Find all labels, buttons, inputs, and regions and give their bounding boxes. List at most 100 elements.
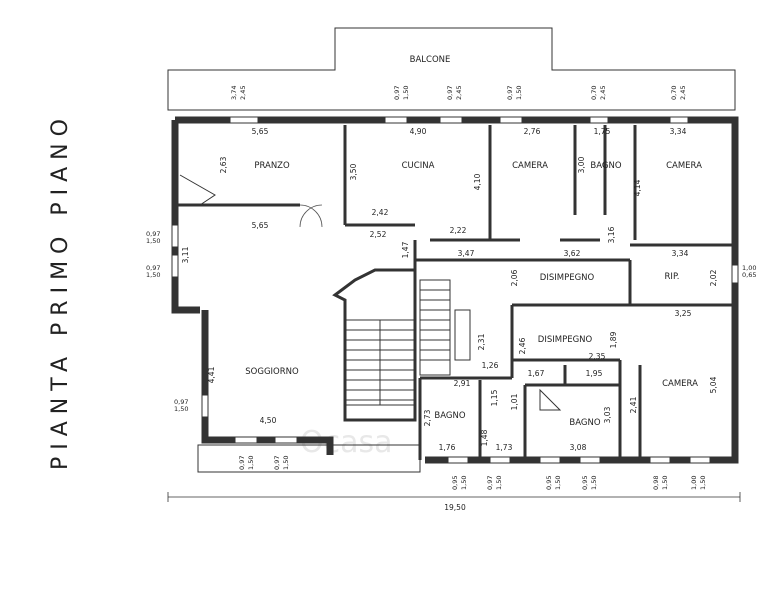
dim-label: 2,22: [450, 226, 467, 235]
opening-label: 1,50: [590, 476, 598, 490]
dim-label: 1,75: [594, 127, 611, 136]
terrace-ledge: [197, 444, 421, 473]
dim-label: 4,41: [207, 366, 216, 383]
opening-label: 0,98: [652, 476, 660, 490]
doors: [299, 204, 323, 228]
opening-label: 0,97: [393, 86, 401, 100]
opening-label: 1,50: [661, 476, 669, 490]
dim-label: 5,65: [252, 221, 269, 230]
dim-label: 2,42: [372, 208, 389, 217]
opening-label: 0,97: [506, 86, 514, 100]
opening-label: 0,97: [174, 398, 188, 406]
opening-label: 2,45: [455, 86, 463, 100]
dim-label: 1,26: [482, 361, 499, 370]
dim-label: 3,47: [458, 249, 475, 258]
opening-label: 0,95: [581, 476, 589, 490]
opening-label: 1,00: [742, 264, 756, 272]
total-dimension-line: [167, 492, 741, 502]
dim-label: 2,52: [370, 230, 387, 239]
dim-label: 4,14: [633, 179, 642, 196]
opening-label: 0,70: [590, 86, 598, 100]
dim-label: 3,16: [607, 226, 616, 243]
room-balcone: BALCONE: [410, 55, 451, 65]
windows: [171, 116, 739, 464]
opening-label: 1,50: [460, 476, 468, 490]
stairs: [179, 174, 562, 422]
dim-label: 2,31: [477, 333, 486, 350]
dim-label: 3,34: [672, 249, 689, 258]
dim-label: 3,25: [675, 309, 692, 318]
opening-label: 3,74: [230, 86, 238, 100]
room-disimpegno-1: DISIMPEGNO: [540, 273, 595, 283]
opening-label: 1,50: [247, 456, 255, 470]
opening-label: 1,50: [699, 476, 707, 490]
dim-label: 3,62: [564, 249, 581, 258]
dim-label: 3,03: [603, 406, 612, 423]
dim-label: 3,50: [349, 163, 358, 180]
dim-label: 3,08: [570, 443, 587, 452]
dim-label: 3,34: [670, 127, 687, 136]
room-camera-2: CAMERA: [666, 161, 702, 171]
dim-label: 3,00: [577, 156, 586, 173]
dim-label: 1,01: [510, 393, 519, 410]
opening-label: 0,97: [446, 86, 454, 100]
dim-label: 2,46: [518, 337, 527, 354]
room-bagno-3: BAGNO: [569, 418, 600, 428]
room-disimpegno-2: DISIMPEGNO: [538, 335, 593, 345]
opening-label: 2,45: [599, 86, 607, 100]
opening-label: 0,65: [742, 271, 756, 279]
dim-label: 1,15: [490, 389, 499, 406]
opening-label: 1,50: [146, 237, 160, 245]
opening-label: 0,70: [670, 86, 678, 100]
room-pranzo: PRANZO: [254, 161, 290, 171]
outer-walls: [171, 116, 739, 464]
opening-label: 0,97: [238, 456, 246, 470]
room-bagno-2: BAGNO: [434, 411, 465, 421]
dim-label: 3,11: [181, 246, 190, 263]
dim-label: 1,47: [401, 241, 410, 258]
opening-label: 1,50: [282, 456, 290, 470]
opening-label: 0,97: [146, 264, 160, 272]
dim-label: 5,04: [709, 376, 718, 393]
dim-label: 2,73: [423, 409, 432, 426]
opening-label: 1,50: [554, 476, 562, 490]
dim-label: 1,89: [609, 331, 618, 348]
opening-label: 1,50: [515, 86, 523, 100]
vertical-dimensions: 2,63 3,50 4,10 3,00 4,14 3,11 1,47 3,16 …: [181, 156, 718, 446]
dim-label: 1,73: [496, 443, 513, 452]
dim-label: 4,50: [260, 416, 277, 425]
dim-label: 5,65: [252, 127, 269, 136]
dim-label: 4,10: [473, 173, 482, 190]
opening-label: 0,97: [273, 456, 281, 470]
room-soggiorno: SOGGIORNO: [245, 367, 299, 377]
dim-label: 1,48: [480, 429, 489, 446]
room-camera-1: CAMERA: [512, 161, 548, 171]
dim-label: 2,41: [629, 396, 638, 413]
opening-label: 1,00: [690, 476, 698, 490]
opening-label: 0,95: [451, 476, 459, 490]
opening-labels: 3,74 2,45 0,97 1,50 0,97 2,45 0,97 1,50 …: [146, 86, 756, 490]
dim-label: 2,35: [589, 352, 606, 361]
dim-label: 2,63: [219, 156, 228, 173]
dim-label: 1,76: [439, 443, 456, 452]
opening-label: 1,50: [174, 405, 188, 413]
dim-total: 19,50: [444, 503, 466, 512]
dim-label: 2,02: [709, 269, 718, 286]
opening-label: 2,45: [239, 86, 247, 100]
dim-label: 2,06: [510, 269, 519, 286]
dim-label: 1,67: [528, 369, 545, 378]
opening-label: 1,50: [495, 476, 503, 490]
dim-label: 2,76: [524, 127, 541, 136]
dim-label: 4,90: [410, 127, 427, 136]
room-camera-3: CAMERA: [662, 379, 698, 389]
opening-label: 2,45: [679, 86, 687, 100]
opening-label: 0,95: [545, 476, 553, 490]
room-cucina: CUCINA: [402, 161, 435, 171]
room-bagno-1: BAGNO: [590, 161, 621, 171]
opening-label: 1,50: [402, 86, 410, 100]
interior-walls: [175, 125, 735, 460]
dim-label: 1,95: [586, 369, 603, 378]
opening-label: 0,97: [146, 230, 160, 238]
opening-label: 0,97: [486, 476, 494, 490]
